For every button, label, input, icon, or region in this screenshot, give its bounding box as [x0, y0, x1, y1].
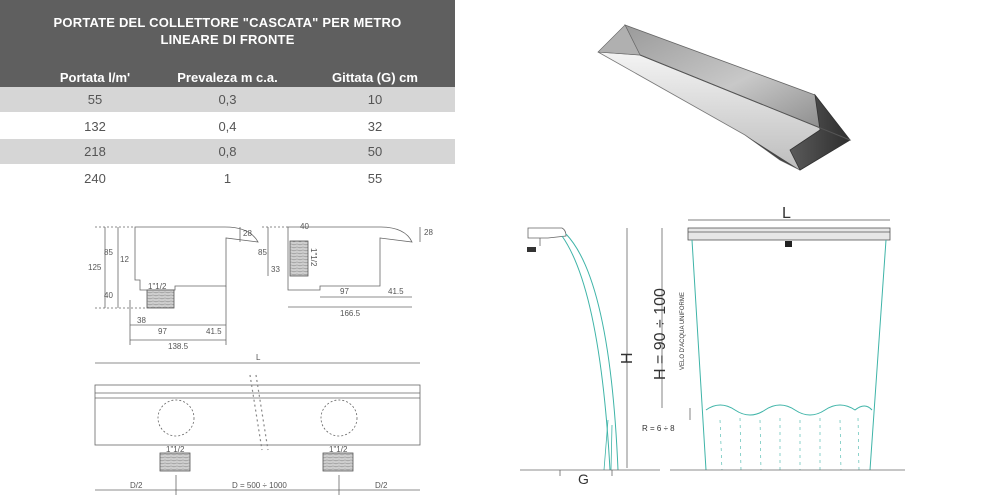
- cell-gittata: 32: [367, 119, 383, 134]
- dim-125: 125: [88, 263, 102, 272]
- dim-85: 85: [258, 248, 267, 257]
- dim-40: 40: [104, 291, 113, 300]
- section-view-left-dims: 28 85 125 12 40 1"1/2 38 97 41.5 138.5: [88, 229, 252, 351]
- front-view-labels: L 1"1/2 1"1/2 D/2 D = 500 ÷ 1000 D/2: [130, 353, 388, 490]
- table-row: 55 0,3 10: [0, 87, 455, 112]
- dim-41-5: 41.5: [388, 287, 404, 296]
- spillway-product-image: [597, 24, 852, 171]
- flow-table: PORTATE DEL COLLETTORE "CASCATA" PER MET…: [0, 0, 455, 192]
- col-header-portata: Portata l/m': [59, 70, 131, 85]
- section-view-right-dims: 40 28 85 33 1"1/2 97 41.5 166.5: [258, 222, 433, 318]
- flow-front-view: L H = 90 ÷ 100 VELO D'ACQUA UNIFORME R =…: [642, 205, 905, 471]
- cell-portata: 240: [84, 171, 106, 186]
- table-title-line1: PORTATE DEL COLLETTORE "CASCATA" PER MET…: [53, 15, 402, 30]
- cell-prevalenza: 0,8: [218, 144, 237, 159]
- cell-portata: 132: [84, 119, 106, 134]
- half-spacing-left: D/2: [130, 481, 143, 490]
- cell-prevalenza: 1: [223, 171, 232, 186]
- half-spacing-right: D/2: [375, 481, 388, 490]
- pipe-size-label: 1"1/2: [148, 282, 167, 291]
- pipe-left-label: 1"1/2: [166, 445, 185, 454]
- height-range-label: H = 90 ÷ 100: [652, 288, 669, 380]
- table-row: 132 0,4 32: [0, 114, 455, 139]
- col-header-prevalenza: Prevaleza m c.a.: [177, 70, 278, 85]
- dim-41-5: 41.5: [206, 327, 222, 336]
- dim-97: 97: [340, 287, 349, 296]
- cell-prevalenza: 0,4: [218, 119, 237, 134]
- dim-97: 97: [158, 327, 167, 336]
- cell-portata: 218: [84, 144, 106, 159]
- spacing-label: D = 500 ÷ 1000: [232, 481, 287, 490]
- cell-gittata: 50: [367, 144, 383, 159]
- col-header-gittata: Gittata (G) cm: [332, 70, 418, 85]
- front-length-label: L: [256, 353, 261, 362]
- uniform-veil-label: VELO D'ACQUA UNIFORME: [680, 292, 686, 370]
- dim-28: 28: [424, 228, 433, 237]
- dim-85: 85: [104, 248, 113, 257]
- cell-prevalenza: 0,3: [218, 92, 237, 107]
- front-length-L: L: [782, 205, 791, 222]
- dim-138-5: 138.5: [168, 342, 189, 351]
- height-label: H: [619, 352, 636, 364]
- dim-12: 12: [120, 255, 129, 264]
- flow-side-view: H G: [520, 227, 660, 487]
- ripple-label: R = 6 ÷ 8: [642, 424, 675, 433]
- dim-33: 33: [271, 265, 280, 274]
- table-header: PORTATE DEL COLLETTORE "CASCATA" PER MET…: [0, 0, 455, 87]
- dim-40: 40: [300, 222, 309, 231]
- table-row: 218 0,8 50: [0, 139, 455, 164]
- dim-28: 28: [243, 229, 252, 238]
- pipe-right-label: 1"1/2: [329, 445, 348, 454]
- section-view-left: [95, 226, 259, 345]
- cell-gittata: 10: [367, 92, 383, 107]
- section-view-right: [262, 226, 421, 308]
- cell-gittata: 55: [367, 171, 383, 186]
- cell-portata: 55: [87, 92, 103, 107]
- front-view: [94, 362, 421, 495]
- dim-38: 38: [137, 316, 146, 325]
- throw-label: G: [578, 471, 589, 487]
- dim-166-5: 166.5: [340, 309, 361, 318]
- pipe-size-label: 1"1/2: [309, 248, 318, 267]
- table-title-line2: LINEARE DI FRONTE: [160, 32, 295, 47]
- table-row: 240 1 55: [0, 166, 455, 191]
